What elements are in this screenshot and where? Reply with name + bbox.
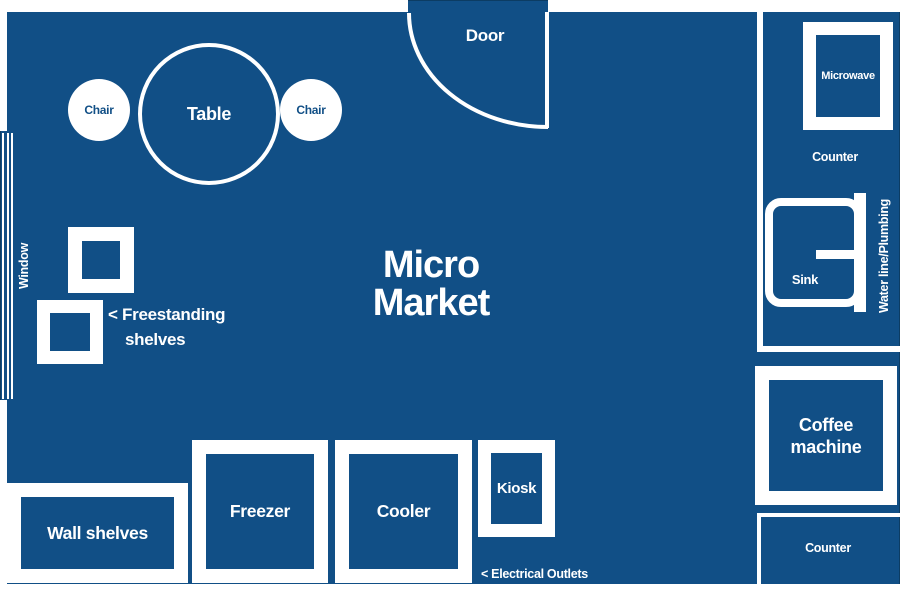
door-label: Door — [465, 26, 505, 45]
wall-shelves-box: Wall shelves — [7, 483, 188, 583]
kiosk-box: Kiosk — [478, 440, 555, 537]
left-wall-upper — [0, 0, 7, 131]
window-label: Window — [17, 243, 31, 289]
chair-right: Chair — [280, 79, 342, 141]
cooler-box: Cooler — [335, 440, 472, 583]
coffee-machine-label-line1: Coffee — [798, 414, 854, 435]
counter-lower-top-line — [757, 513, 900, 517]
cooler-label: Cooler — [376, 501, 431, 521]
coffee-machine-box: Coffee machine — [755, 366, 897, 505]
left-wall-lower — [0, 400, 7, 588]
water-line-label: Water line/Plumbing — [877, 199, 891, 313]
freestanding-shelf-1 — [68, 227, 134, 293]
table-label: Table — [186, 103, 232, 124]
counter-upper-label: Counter — [812, 150, 858, 164]
window-line-1 — [2, 133, 4, 399]
room-title-line2: Market — [372, 282, 491, 324]
electrical-outlets-label: < Electrical Outlets — [481, 567, 588, 581]
freezer-box: Freezer — [192, 440, 328, 583]
top-wall-right — [548, 0, 900, 12]
chair-left: Chair — [68, 79, 130, 141]
chair-left-label: Chair — [84, 103, 114, 117]
coffee-machine-label-line2: machine — [790, 436, 862, 457]
kiosk-label: Kiosk — [496, 480, 537, 497]
top-wall-left — [0, 0, 408, 12]
microwave-label: Microwave — [821, 70, 875, 82]
freestanding-shelves-label: < Freestanding shelves — [108, 302, 226, 352]
freestanding-shelves-label-line2: shelves — [125, 330, 186, 349]
door-jamb — [545, 12, 549, 128]
room-title-line1: Micro — [382, 244, 480, 286]
chair-right-label: Chair — [296, 103, 326, 117]
kitchen-wall-vertical — [757, 12, 763, 352]
window-line-2 — [7, 133, 9, 399]
room-title: Micro Market — [321, 246, 541, 322]
window-line-3 — [11, 133, 13, 399]
table: Table — [138, 43, 280, 185]
counter-lower-label: Counter — [805, 541, 851, 555]
freezer-label: Freezer — [229, 501, 291, 521]
door-swing-arc-icon — [407, 12, 549, 129]
sink-right-bar — [854, 193, 866, 312]
freestanding-shelf-2 — [37, 300, 103, 364]
freestanding-shelves-label-line1: < Freestanding — [108, 305, 226, 324]
sink-label: Sink — [791, 272, 819, 287]
microwave-box: Microwave — [803, 22, 893, 130]
counter-lower-left-line — [757, 513, 761, 585]
wall-shelves-label: Wall shelves — [47, 522, 148, 543]
bottom-wall — [0, 584, 900, 590]
kitchen-divider — [757, 346, 900, 352]
sink-middle-line — [816, 250, 858, 259]
